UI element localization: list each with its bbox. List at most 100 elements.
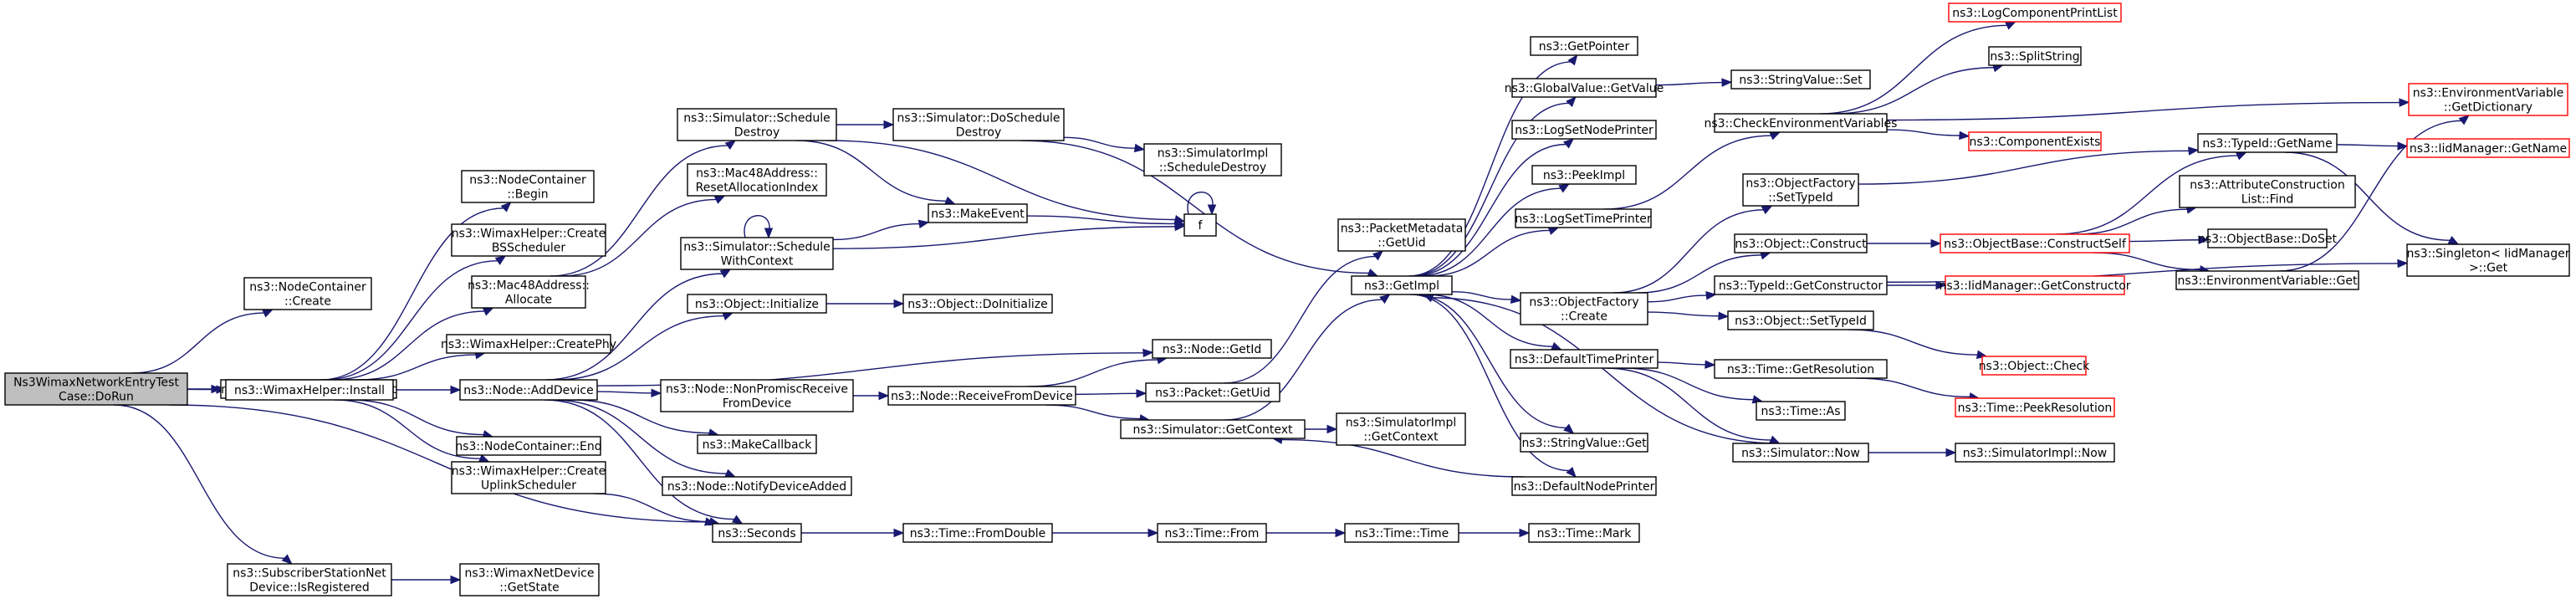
- node-label: ns3::Mac48Address::: [468, 279, 590, 293]
- node-label: ns3::WimaxHelper::CreatePhy: [441, 338, 616, 351]
- call-edge-sim_doschdestroy-to-simimpl_schdestroy: [1063, 136, 1146, 153]
- call-edge-checkenv-to-ev_getdict: [1886, 98, 2410, 121]
- graph-node-node_notify[interactable]: ns3::Node::NotifyDeviceAdded: [662, 476, 852, 496]
- call-edge-getimpl-to-of_create: [1451, 291, 1522, 304]
- graph-node-getpointer[interactable]: ns3::GetPointer: [1530, 36, 1638, 56]
- call-edge-of_create-to-obj_settypeid: [1647, 311, 1730, 320]
- call-edge-node_adddev-to-seconds: [544, 399, 744, 525]
- node-box: [892, 108, 1065, 141]
- graph-node-simimpl_getctx[interactable]: ns3::SimulatorImpl::GetContext: [1336, 412, 1466, 446]
- graph-node-pkt_getuid[interactable]: ns3::Packet::GetUid: [1145, 382, 1280, 402]
- graph-node-makecallback[interactable]: ns3::MakeCallback: [697, 434, 817, 454]
- node-label: ::GetDictionary: [2444, 101, 2533, 115]
- node-label: ns3::Object::SetTypeId: [1735, 315, 1867, 328]
- graph-node-ev_getdict[interactable]: ns3::EnvironmentVariable::GetDictionary: [2408, 83, 2568, 116]
- node-label: WithContext: [721, 255, 794, 269]
- node-label: ns3::WimaxHelper::Create: [452, 465, 606, 479]
- graph-node-time_from[interactable]: ns3::Time::From: [1157, 523, 1267, 543]
- graph-node-sim_schdestroy[interactable]: ns3::Simulator::ScheduleDestroy: [677, 108, 837, 141]
- graph-node-wh_install[interactable]: ns3::WimaxHelper::Install: [225, 379, 394, 401]
- edge-arrowhead: [2397, 259, 2409, 269]
- graph-node-checkenv[interactable]: ns3::CheckEnvironmentVariables: [1705, 113, 1898, 133]
- graph-node-defnodeprinter[interactable]: ns3::DefaultNodePrinter: [1511, 476, 1657, 496]
- graph-node-nc_create[interactable]: ns3::NodeContainer::Create: [243, 277, 372, 310]
- graph-node-obj_check[interactable]: ns3::Object::Check: [1979, 356, 2090, 376]
- graph-node-simimpl_now[interactable]: ns3::SimulatorImpl::Now: [1955, 443, 2115, 463]
- graph-node-logcpl[interactable]: ns3::LogComponentPrintList: [1948, 3, 2122, 23]
- graph-node-time_mark[interactable]: ns3::Time::Mark: [1528, 523, 1640, 543]
- node-box: [1145, 382, 1280, 402]
- graph-node-wnd_getstate[interactable]: ns3::WimaxNetDevice::GetState: [459, 563, 600, 596]
- call-edge-time_fromdouble-to-time_from: [1052, 528, 1159, 538]
- graph-node-peekimpl[interactable]: ns3::PeekImpl: [1531, 165, 1637, 185]
- graph-node-compexists[interactable]: ns3::ComponentExists: [1968, 131, 2102, 151]
- graph-node-obj_construct[interactable]: ns3::Object::Construct: [1734, 233, 1868, 253]
- call-edge-getimpl-to-gv_getvalue: [1410, 96, 1577, 277]
- graph-node-nc_end[interactable]: ns3::NodeContainer::End: [455, 436, 602, 456]
- graph-node-f[interactable]: f: [1183, 213, 1217, 237]
- graph-node-logsettime[interactable]: ns3::LogSetTimePrinter: [1515, 208, 1652, 228]
- node-box: [225, 379, 394, 401]
- graph-node-time_time[interactable]: ns3::Time::Time: [1344, 523, 1459, 543]
- edge-line: [1604, 135, 1772, 210]
- graph-node-tid_getctor[interactable]: ns3::TypeId::GetConstructor: [1714, 275, 1888, 295]
- edge-arrowhead: [1326, 424, 1338, 434]
- graph-node-ob_doset[interactable]: ns3::ObjectBase::DoSet: [2198, 228, 2337, 248]
- graph-node-node_adddev[interactable]: ns3::Node::AddDevice: [459, 379, 598, 401]
- node-label: ns3::TypeId::GetName: [2202, 137, 2332, 151]
- graph-node-simimpl_schdestroy[interactable]: ns3::SimulatorImpl::ScheduleDestroy: [1143, 143, 1282, 177]
- graph-node-seconds[interactable]: ns3::Seconds: [712, 523, 802, 543]
- graph-node-ssnd_isreg[interactable]: ns3::SubscriberStationNetDevice::IsRegis…: [227, 563, 392, 596]
- graph-node-node_getid[interactable]: ns3::Node::GetId: [1152, 339, 1272, 359]
- node-label: ns3::Object::DoInitialize: [907, 298, 1047, 311]
- edge-arrowhead: [2005, 21, 2016, 30]
- call-edge-sim_getctx-to-simimpl_getctx: [1305, 424, 1338, 434]
- graph-node-gv_getvalue[interactable]: ns3::GlobalValue::GetValue: [1505, 78, 1664, 98]
- graph-node-tid_getname[interactable]: ns3::TypeId::GetName: [2197, 133, 2338, 153]
- graph-node-ev_get[interactable]: ns3::EnvironmentVariable::Get: [2175, 270, 2359, 290]
- graph-node-iid_getname[interactable]: ns3::IidManager::GetName: [2406, 138, 2570, 158]
- graph-node-deftimeprinter[interactable]: ns3::DefaultTimePrinter: [1510, 349, 1659, 369]
- node-box: [1337, 218, 1466, 252]
- graph-node-sim_getctx[interactable]: ns3::Simulator::GetContext: [1120, 419, 1306, 439]
- graph-node-mac_reset[interactable]: ns3::Mac48Address::ResetAllocationIndex: [687, 163, 827, 197]
- node-label: ns3::PacketMetadata: [1341, 223, 1464, 236]
- graph-node-iid_getctor[interactable]: ns3::IidManager::GetConstructor: [1939, 275, 2131, 295]
- graph-node-logsetnode[interactable]: ns3::LogSetNodePrinter: [1511, 120, 1657, 140]
- graph-node-nc_begin[interactable]: ns3::NodeContainer::Begin: [461, 170, 595, 203]
- node-box: [243, 277, 372, 310]
- call-edge-pkt_getuid-to-pm_getuid: [1224, 250, 1384, 384]
- graph-node-singleton_get[interactable]: ns3::Singleton< IidManager >::Get: [2406, 243, 2570, 277]
- graph-node-obj_settypeid[interactable]: ns3::Object::SetTypeId: [1727, 310, 1874, 330]
- graph-node-getimpl[interactable]: ns3::GetImpl: [1351, 275, 1453, 295]
- graph-node-ob_constructself[interactable]: ns3::ObjectBase::ConstructSelf: [1940, 233, 2130, 253]
- graph-node-of_create[interactable]: ns3::ObjectFactory::Create: [1520, 292, 1648, 325]
- graph-node-time_getres[interactable]: ns3::Time::GetResolution: [1714, 359, 1888, 379]
- graph-node-time_fromdouble[interactable]: ns3::Time::FromDouble: [902, 523, 1053, 543]
- graph-node-sv_set[interactable]: ns3::StringValue::Set: [1730, 69, 1871, 90]
- call-edge-sim_getctx-to-getimpl: [1224, 294, 1391, 421]
- graph-node-mac_alloc[interactable]: ns3::Mac48Address::Allocate: [468, 275, 590, 309]
- graph-node-time_as[interactable]: ns3::Time::As: [1756, 401, 1846, 421]
- graph-node-of_settypeid[interactable]: ns3::ObjectFactory::SetTypeId: [1742, 173, 1859, 207]
- graph-node-pm_getuid[interactable]: ns3::PacketMetadata::GetUid: [1337, 218, 1466, 252]
- graph-node-time_peekres[interactable]: ns3::Time::PeekResolution: [1955, 397, 2115, 417]
- node-label: ::GetUid: [1377, 237, 1425, 250]
- node-box: [1727, 310, 1874, 330]
- graph-node-sv_get[interactable]: ns3::StringValue::Get: [1520, 433, 1648, 453]
- graph-node-node_recv[interactable]: ns3::Node::ReceiveFromDevice: [887, 386, 1076, 406]
- graph-node-sim_now[interactable]: ns3::Simulator::Now: [1732, 443, 1869, 463]
- graph-node-wh_createphy[interactable]: ns3::WimaxHelper::CreatePhy: [441, 334, 616, 354]
- edge-line: [1063, 136, 1137, 149]
- graph-node-obj_init[interactable]: ns3::Object::Initialize: [687, 294, 827, 314]
- graph-node-makeevent[interactable]: ns3::MakeEvent: [928, 203, 1028, 223]
- node-label: ns3::SubscriberStationNet: [233, 567, 386, 581]
- graph-node-obj_doinit[interactable]: ns3::Object::DoInitialize: [902, 294, 1053, 314]
- graph-node-splitstring[interactable]: ns3::SplitString: [1988, 46, 2082, 66]
